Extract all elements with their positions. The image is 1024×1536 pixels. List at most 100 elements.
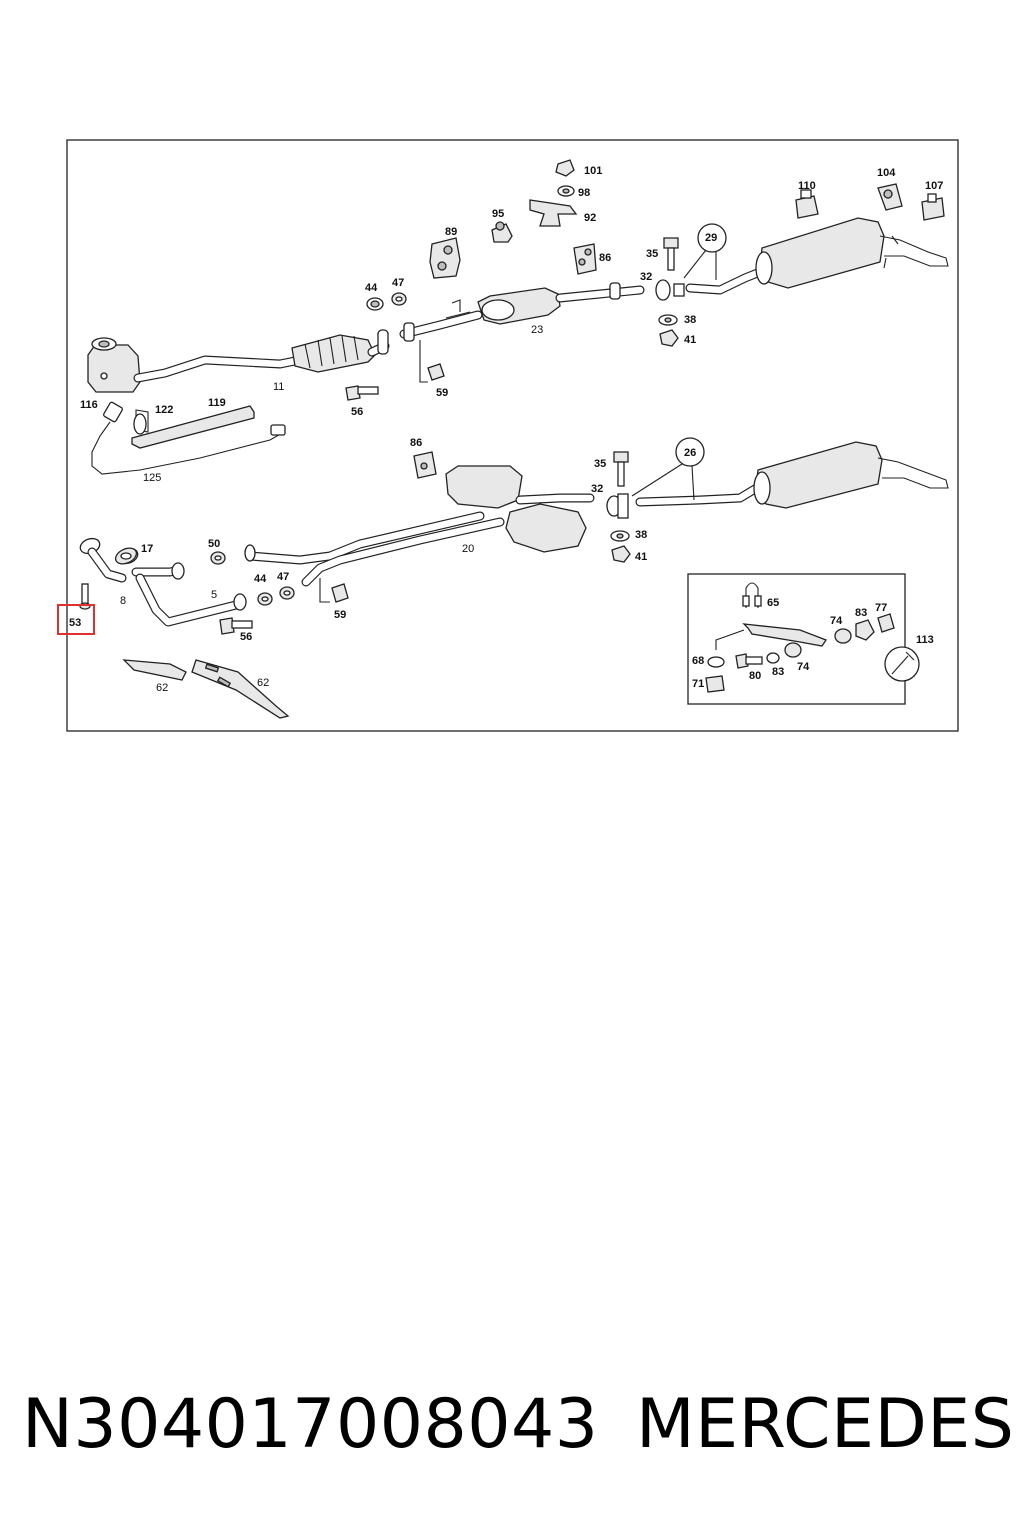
footer: N304017008043 MERCEDES	[0, 1375, 1024, 1475]
callout-label-41: 41	[635, 551, 647, 563]
callout-label-104: 104	[877, 167, 896, 179]
catalytic-converter-11	[291, 334, 376, 373]
callout-label-107: 107	[925, 180, 943, 192]
callout-label-59: 59	[334, 609, 346, 621]
mount-104	[877, 183, 903, 211]
callout-label-110: 110	[798, 180, 816, 192]
u-bolt-65	[742, 582, 762, 608]
ring-47-lower	[279, 586, 295, 600]
part-number: N304017008043	[22, 1385, 599, 1464]
brand-name: MERCEDES	[636, 1385, 1015, 1464]
washer-38-lower	[610, 530, 630, 542]
rear-muffler-upper	[755, 217, 949, 289]
callout-label-32: 32	[640, 271, 652, 283]
callout-label-83: 83	[855, 607, 867, 619]
callout-label-86: 86	[410, 437, 422, 449]
callout-label-122: 122	[155, 404, 173, 416]
callout-label-35: 35	[646, 248, 658, 260]
callout-label-38: 38	[684, 314, 696, 326]
callout-label-119: 119	[208, 397, 226, 409]
inset-parts	[705, 613, 895, 693]
callout-label-47: 47	[392, 277, 404, 289]
highlight-box-53	[57, 604, 95, 635]
mount-86-lower	[413, 451, 437, 479]
exhaust-system-diagram: 101 98 92 95 89 110 104 107 29 35 32 38 41 86 44 47 23 11…	[57, 139, 959, 732]
callout-label-101: 101	[584, 165, 602, 177]
callout-label-35: 35	[594, 458, 606, 470]
sensor-assembly	[91, 401, 286, 475]
callout-label-74: 74	[797, 661, 810, 673]
callout-label-68: 68	[692, 655, 704, 667]
center-muffler-23	[445, 287, 561, 325]
ring-44-lower	[257, 592, 273, 606]
callout-label-56: 56	[351, 406, 363, 418]
callout-label-38: 38	[635, 529, 647, 541]
callout-labels: 101 98 92 95 89 110 104 107 29 35 32 38 41 86 44 47 23 11…	[69, 165, 943, 694]
callout-label-50: 50	[208, 538, 220, 550]
callout-label-32: 32	[591, 483, 603, 495]
bracket-92	[529, 199, 578, 227]
diagram-frame	[66, 139, 959, 732]
callout-label-26: 26	[684, 447, 696, 459]
callout-label-65: 65	[767, 597, 779, 609]
catalyst-manifold	[87, 337, 141, 393]
inset-box	[687, 573, 906, 705]
bracket-inset	[715, 623, 827, 650]
callout-label-23: 23	[531, 324, 543, 336]
mount-89	[429, 237, 461, 279]
callout-label-8: 8	[120, 595, 126, 607]
nut-59-upper	[427, 363, 445, 381]
callout-label-92: 92	[584, 212, 596, 224]
washer-98	[557, 185, 575, 197]
ring-47-upper	[391, 292, 407, 306]
bolt-56-lower	[219, 617, 253, 635]
callout-label-59: 59	[436, 387, 448, 399]
callout-label-44: 44	[254, 573, 267, 585]
pipe-5	[135, 573, 247, 627]
center-muffler-20	[445, 465, 595, 553]
mount-86-upper	[573, 243, 597, 275]
callout-label-17: 17	[141, 543, 153, 555]
callout-label-11: 11	[273, 381, 284, 393]
nut-101	[555, 159, 575, 177]
bolt-35-lower	[613, 451, 629, 487]
rear-muffler-lower	[753, 441, 949, 509]
callout-label-44: 44	[365, 282, 378, 294]
callout-label-74: 74	[830, 615, 843, 627]
callout-label-98: 98	[578, 187, 590, 199]
nut-41-upper	[659, 329, 679, 347]
mount-110	[795, 189, 819, 219]
callout-label-95: 95	[492, 208, 504, 220]
callout-label-71: 71	[692, 678, 704, 690]
washer-38-upper	[658, 314, 678, 326]
nut-41-lower	[611, 545, 631, 563]
callout-label-5: 5	[211, 589, 217, 601]
callout-label-62: 62	[156, 682, 168, 694]
bolt-35-upper	[663, 237, 679, 271]
callout-label-86: 86	[599, 252, 611, 264]
callout-label-113: 113	[916, 634, 934, 646]
callout-label-41: 41	[684, 334, 696, 346]
mount-107	[921, 193, 945, 221]
flange-17	[114, 547, 138, 565]
bushing-95	[491, 221, 513, 243]
callout-label-89: 89	[445, 226, 457, 238]
callout-label-77: 77	[875, 602, 887, 614]
callout-label-highlighted: 53	[69, 617, 81, 629]
tool-icon-113	[884, 646, 920, 682]
callout-label-116: 116	[80, 399, 98, 411]
callout-label-20: 20	[462, 543, 474, 555]
callout-label-80: 80	[749, 670, 761, 682]
bolt-56-upper	[345, 385, 379, 401]
callout-label-125: 125	[143, 472, 161, 484]
callout-label-83: 83	[772, 666, 784, 678]
ring-44-upper	[366, 297, 384, 311]
clamp-32-lower	[606, 493, 629, 519]
flange-pipe-8	[79, 537, 185, 583]
ring-50	[210, 551, 226, 565]
clamp-32-upper	[655, 279, 685, 301]
callout-label-62: 62	[257, 677, 269, 689]
callout-label-29: 29	[705, 232, 717, 244]
nut-59-lower	[331, 583, 349, 603]
callout-label-47: 47	[277, 571, 289, 583]
